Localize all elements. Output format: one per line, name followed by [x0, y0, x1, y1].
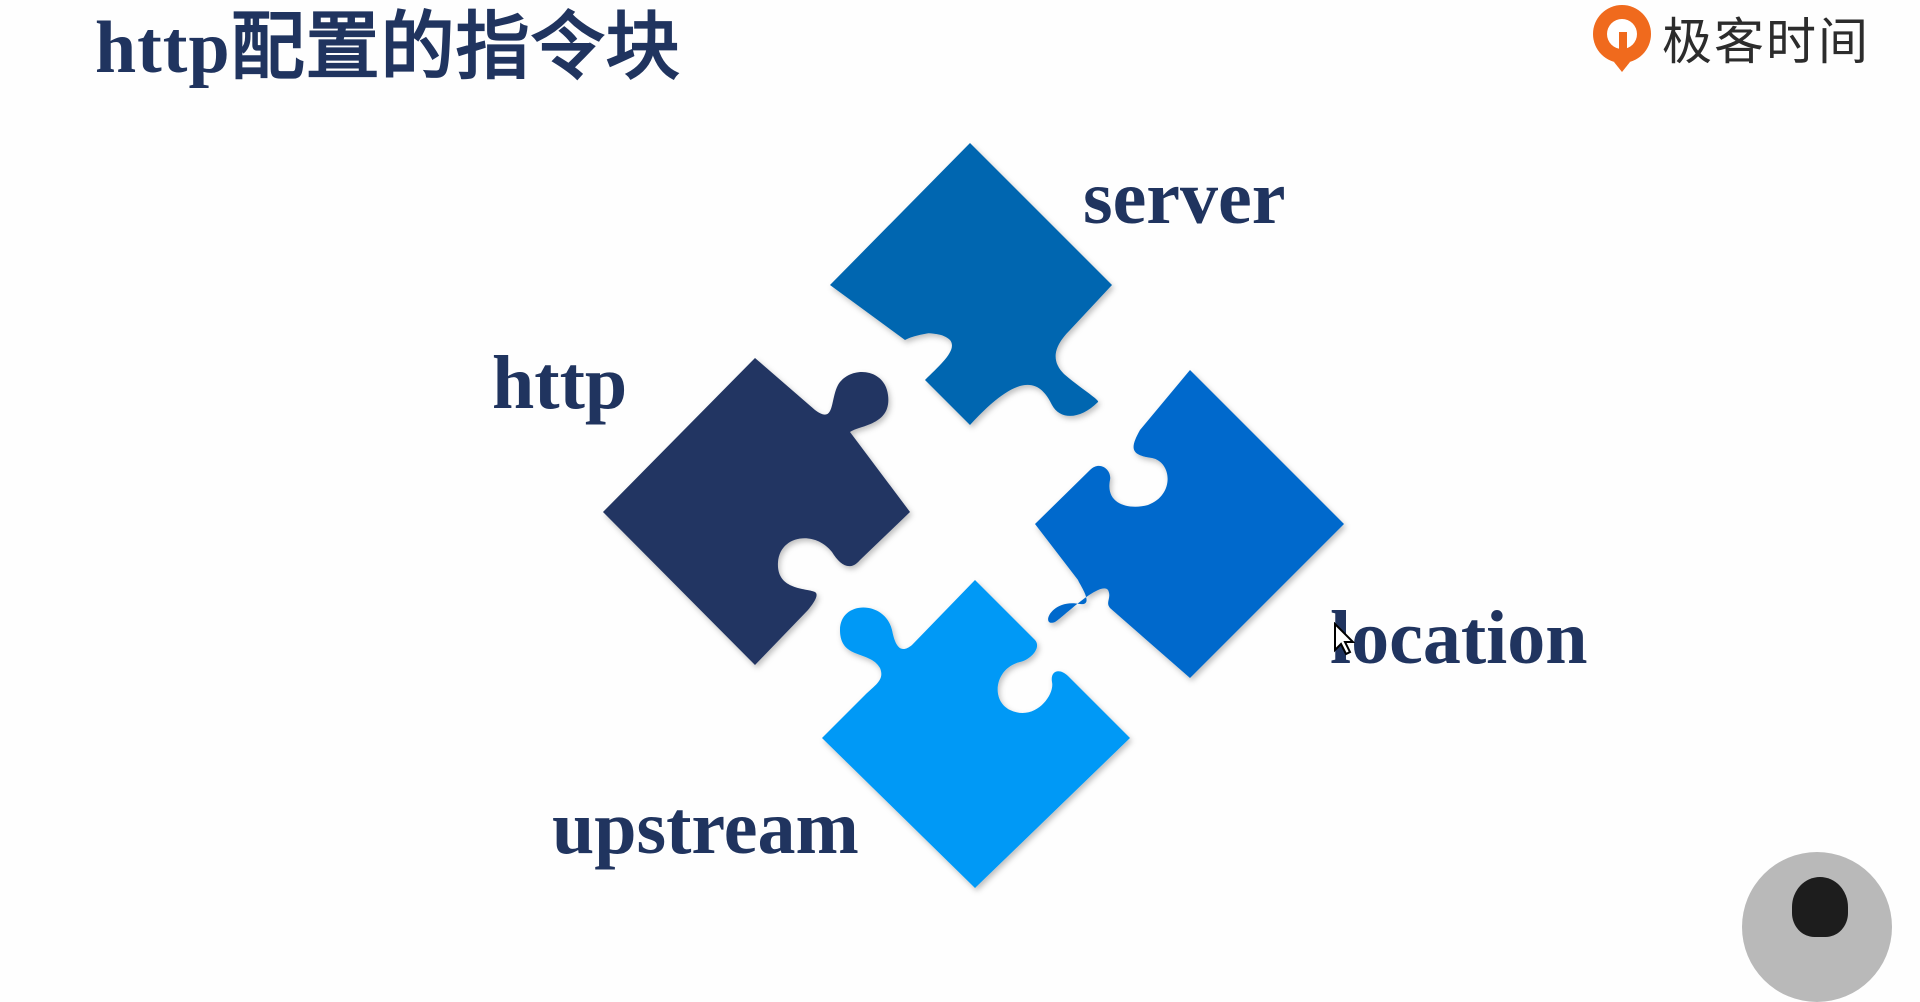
puzzle-diagram [603, 143, 1344, 888]
server-label: server [1083, 156, 1286, 240]
presenter-head [1792, 877, 1848, 937]
brand-logo: 极客时间 [1590, 2, 1870, 74]
server-piece [830, 143, 1112, 425]
upstream-label: upstream [552, 786, 859, 870]
server-piece-shape [830, 143, 1112, 425]
presenter-avatar [1742, 852, 1892, 1002]
location-piece [1035, 370, 1344, 678]
slide-title: http配置的指令块 [95, 7, 681, 89]
upstream-piece-shape [822, 580, 1130, 888]
location-piece-shape [1035, 370, 1344, 678]
http-piece [603, 358, 910, 665]
geektime-logo-icon [1593, 5, 1651, 72]
location-label: location [1330, 596, 1588, 680]
http-label: http [492, 341, 628, 425]
http-piece-shape [603, 358, 910, 665]
brand-name: 极客时间 [1662, 13, 1870, 71]
mouse-cursor-icon [1334, 622, 1355, 656]
upstream-piece [822, 580, 1130, 888]
